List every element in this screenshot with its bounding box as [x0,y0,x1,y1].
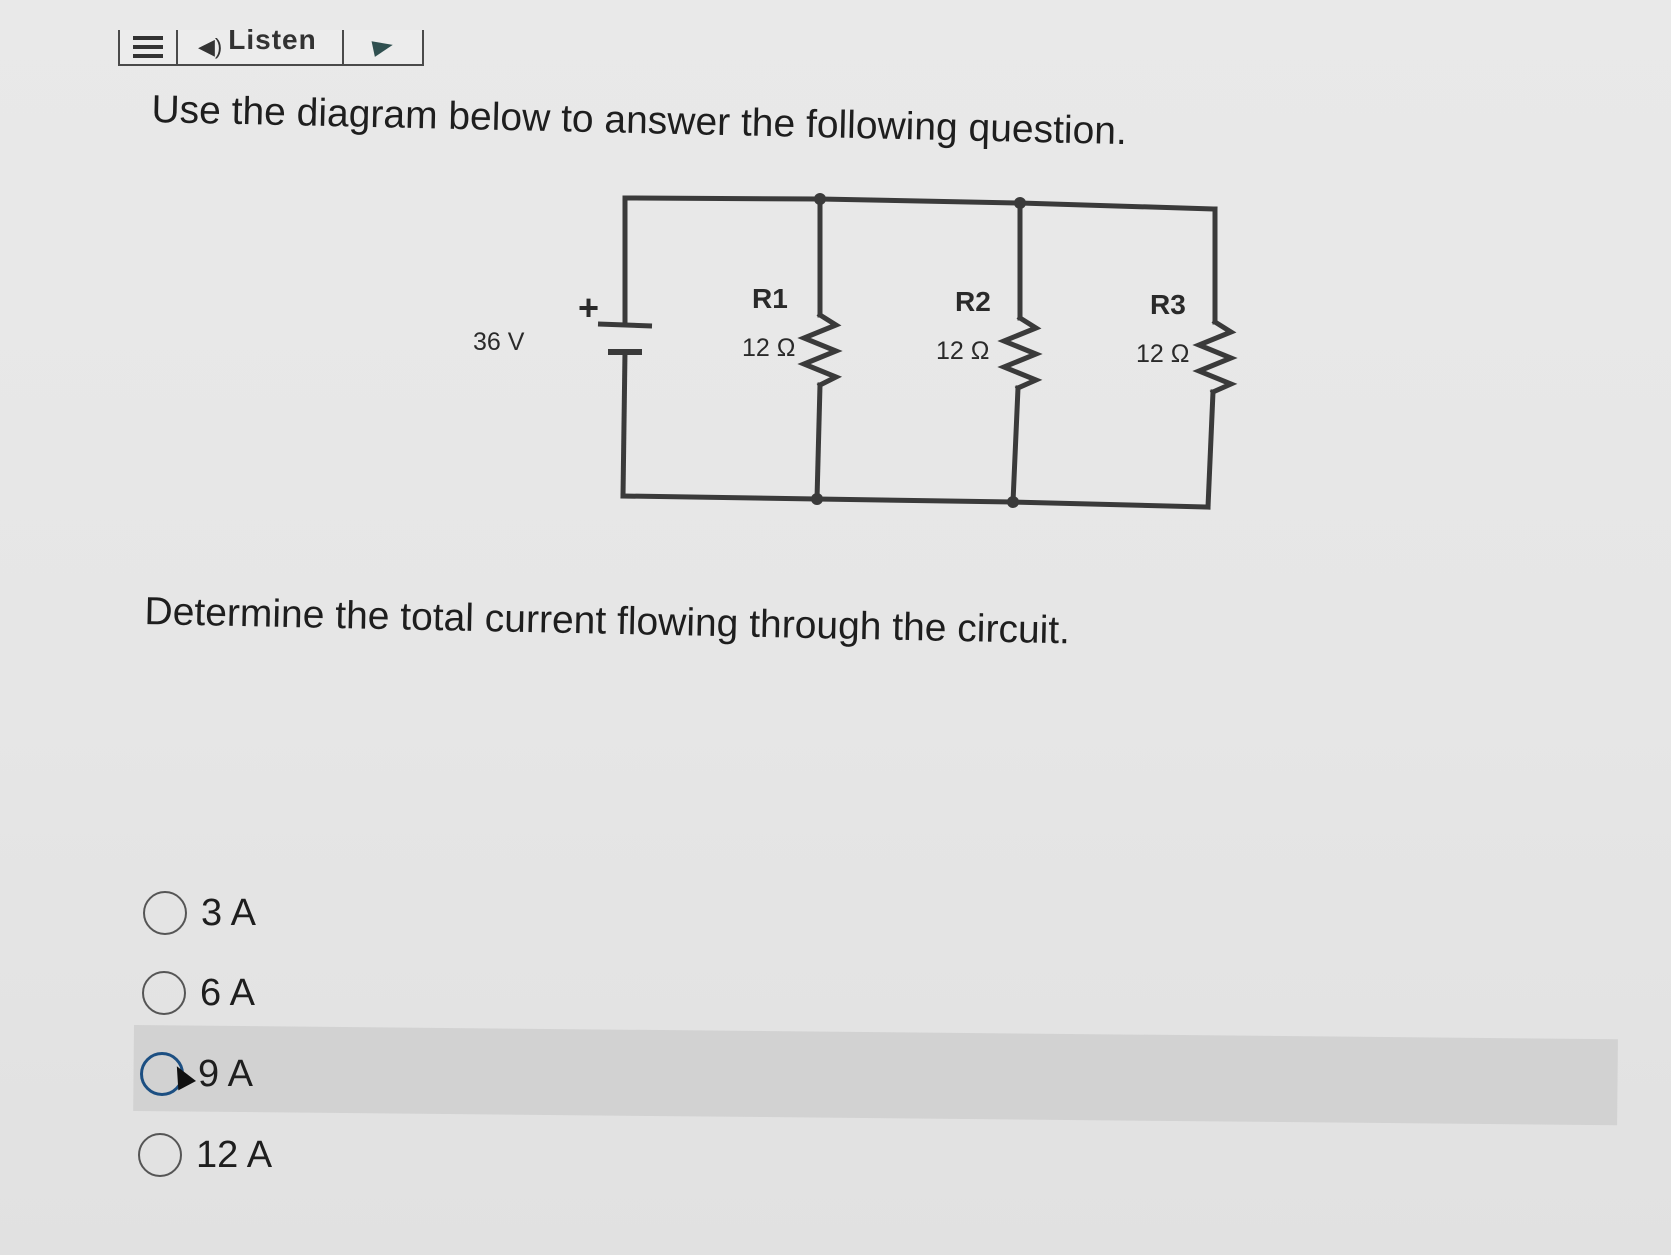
option-3a[interactable]: 3 A [143,891,256,935]
listen-label: Listen [228,24,317,55]
radio-button[interactable] [142,971,186,1015]
junction-dot [811,493,823,505]
option-label: 3 A [201,891,256,934]
r3-value-label: 12 Ω [1136,340,1189,368]
hamburger-menu-icon [133,36,163,58]
left-wire-lower [620,349,628,499]
battery-plus-label: + [578,287,599,328]
r3-name-label: R3 [1150,289,1186,320]
option-label: 9 A [198,1052,253,1095]
battery-voltage-label: 36 V [473,328,525,356]
menu-button[interactable] [120,30,178,64]
r2-name-label: R2 [955,286,991,317]
circuit-diagram: + 36 V R1 12 Ω R2 12 Ω R3 12 Ω [473,193,1238,510]
r1-name-label: R1 [752,283,788,314]
option-9a[interactable]: 9 A [140,1052,253,1096]
question-intro: Use the diagram below to answer the foll… [151,88,1128,154]
r3-zigzag [1192,318,1238,396]
radio-button[interactable] [138,1133,182,1177]
bottom-wire [620,493,1211,510]
r1-zigzag [797,311,843,389]
play-icon [371,37,395,57]
option-6a[interactable]: 6 A [142,971,255,1015]
option-label: 6 A [200,971,255,1014]
top-wire [622,195,1218,212]
radio-button[interactable] [143,891,187,935]
play-button[interactable] [344,30,422,64]
question-prompt: Determine the total current flowing thro… [144,590,1071,653]
radio-button[interactable] [140,1052,184,1096]
junction-dot [814,193,826,205]
junction-dot [1007,496,1019,508]
reader-toolbar: ◀) Listen [118,24,424,66]
speaker-icon: ◀) [198,34,223,59]
junction-dot [1014,197,1026,209]
option-highlight-bar [133,1025,1618,1126]
r2-value-label: 12 Ω [936,337,989,365]
listen-button[interactable]: ◀) Listen [178,24,344,64]
r2-zigzag [997,314,1043,392]
r1-value-label: 12 Ω [742,334,795,362]
option-label: 12 A [196,1133,273,1176]
battery-long-plate [597,321,653,329]
option-12a[interactable]: 12 A [138,1133,272,1177]
